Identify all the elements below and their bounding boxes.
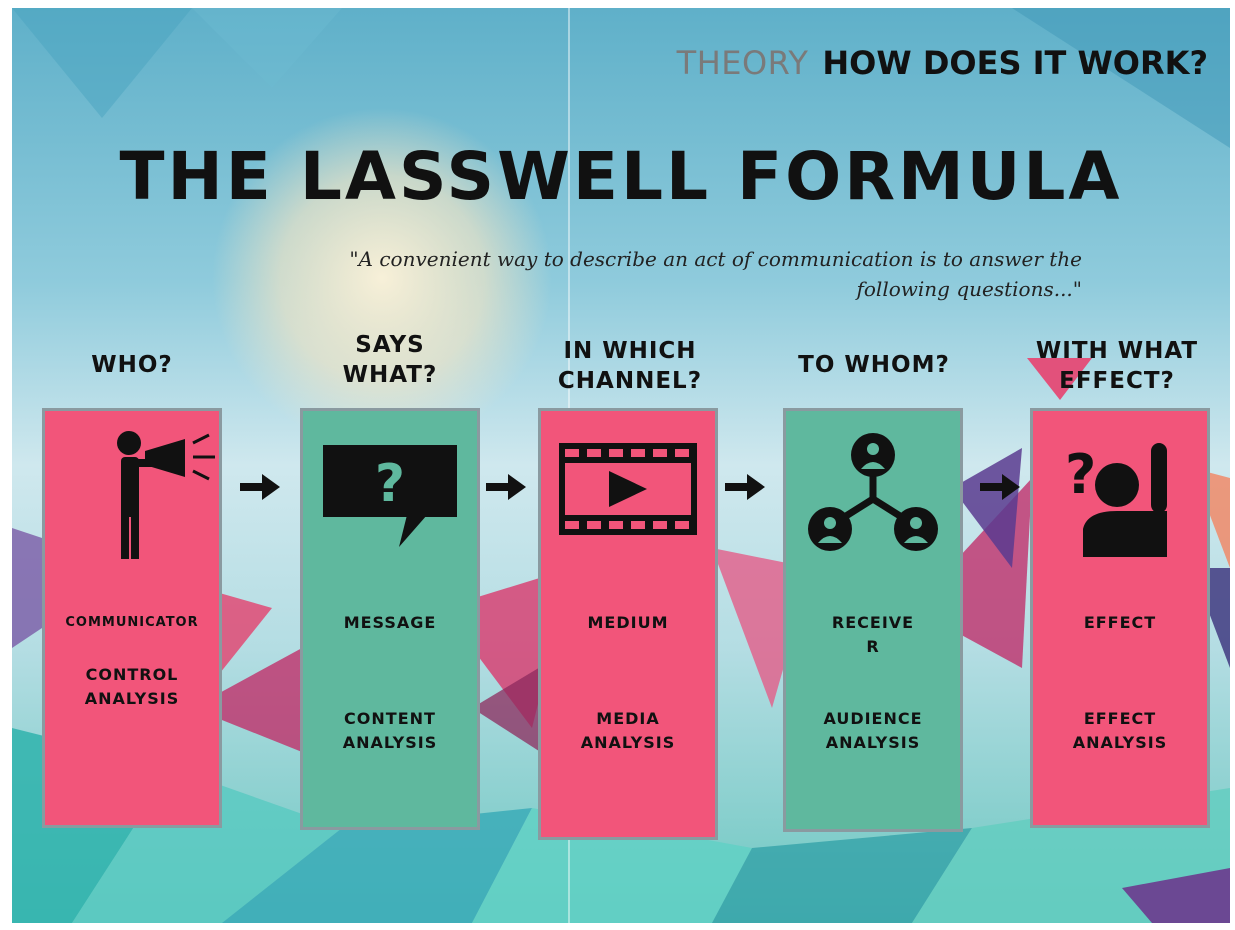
stage-analysis: CONTENT ANALYSIS [342, 709, 438, 752]
flow-arrow [980, 474, 1020, 500]
speech-bubble-question-icon: ? [323, 445, 457, 547]
stage-card-receiver: RECEIVE R AUDIENCE ANALYSIS [783, 408, 963, 832]
stage-role: COMMUNICATOR [65, 615, 199, 630]
slide: THEORY HOW DOES IT WORK? THE LASSWELL FOR… [12, 8, 1230, 923]
person-question-raised-hand-icon: ? [1065, 443, 1167, 557]
quote: "A convenient way to describe an act of … [349, 247, 1082, 301]
stage-card-medium: MEDIUM MEDIA ANALYSIS [538, 408, 718, 840]
header-theory-label: THEORY [676, 44, 809, 82]
stage-card-message: ? MESSAGE CONTENT ANALYSIS [300, 408, 480, 830]
header: THEORY HOW DOES IT WORK? [677, 44, 1208, 82]
stage-card-communicator: COMMUNICATOR CONTROL ANALYSIS [42, 408, 222, 828]
stage-question-channel: IN WHICH CHANNEL? [557, 338, 703, 394]
stage-question-says-what: SAYS WHAT? [342, 332, 438, 388]
stage-question-effect: WITH WHAT EFFECT? [1035, 338, 1199, 394]
stage-role: MESSAGE [343, 613, 437, 632]
stage-analysis: MEDIA ANALYSIS [580, 709, 676, 752]
film-play-icon [559, 443, 697, 535]
stage-card-effect: ? EFFECT EFFECT ANALYSIS [1030, 408, 1210, 828]
flow-arrow [240, 474, 280, 500]
svg-text:?: ? [375, 454, 405, 514]
svg-text:?: ? [1065, 443, 1096, 506]
stage-analysis: CONTROL ANALYSIS [84, 665, 180, 708]
network-people-icon [808, 433, 938, 551]
header-question: HOW DOES IT WORK? [822, 44, 1208, 82]
stage-role: EFFECT [1083, 613, 1157, 632]
page-title: THE LASSWELL FORMULA [119, 138, 1123, 215]
stage-role: RECEIVE R [831, 613, 915, 656]
flow-arrow [486, 474, 526, 500]
stage-analysis: EFFECT ANALYSIS [1072, 709, 1168, 752]
stage-question-to-whom: TO WHOM? [798, 352, 950, 378]
flow-arrow [725, 474, 765, 500]
stage-analysis: AUDIENCE ANALYSIS [823, 709, 923, 752]
megaphone-icon [117, 431, 215, 559]
stage-role: MEDIUM [587, 613, 669, 632]
stage-question-who: WHO? [91, 352, 173, 378]
